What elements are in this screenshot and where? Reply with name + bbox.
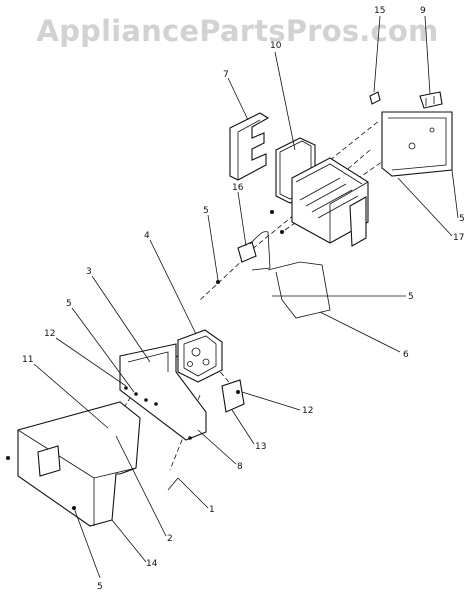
callout-12-right: 12 (302, 406, 313, 416)
callout-4: 4 (144, 231, 150, 241)
callout-5-upper: 5 (203, 206, 209, 216)
callout-8-top: 5 (459, 214, 465, 224)
callout-6: 6 (403, 350, 409, 360)
part-16-thermostat (237, 231, 271, 271)
leader-lines (33, 15, 459, 579)
part-15-clip (369, 91, 381, 105)
callout-5-right: 5 (408, 292, 414, 302)
callout-8: 8 (237, 462, 243, 472)
part-17-mounting-plate (381, 111, 453, 177)
screws (6, 210, 284, 510)
part-3-frame (119, 343, 207, 441)
callout-3: 3 (86, 267, 92, 277)
part-4-motor-module (177, 329, 223, 383)
part-14-front-cover (17, 401, 141, 527)
part-6-wire-harness (267, 261, 331, 319)
callout-5-left: 5 (66, 299, 72, 309)
watermark-text: AppliancePartsPros.com (36, 14, 439, 48)
callout-5-bottom: 5 (97, 582, 103, 592)
callout-17: 17 (453, 233, 464, 243)
callout-1: 1 (209, 505, 215, 515)
callout-labels: 7 10 15 9 5 17 16 5 4 3 5 12 11 5 6 12 1… (22, 6, 465, 592)
part-9-bracket (419, 91, 443, 109)
part-1-rod (167, 477, 179, 491)
callout-7: 7 (223, 70, 229, 80)
callout-10: 10 (270, 41, 282, 51)
part-7-insulation (229, 112, 270, 181)
callout-12-left: 12 (44, 329, 55, 339)
callout-13: 13 (255, 442, 266, 452)
callout-2: 2 (167, 534, 173, 544)
callout-11: 11 (22, 355, 33, 365)
callout-9: 9 (420, 6, 426, 16)
callout-15: 15 (374, 6, 385, 16)
callout-16: 16 (232, 183, 244, 193)
part-13-switch (221, 379, 245, 413)
callout-14: 14 (146, 559, 158, 569)
part-ice-maker-mold (291, 157, 369, 247)
